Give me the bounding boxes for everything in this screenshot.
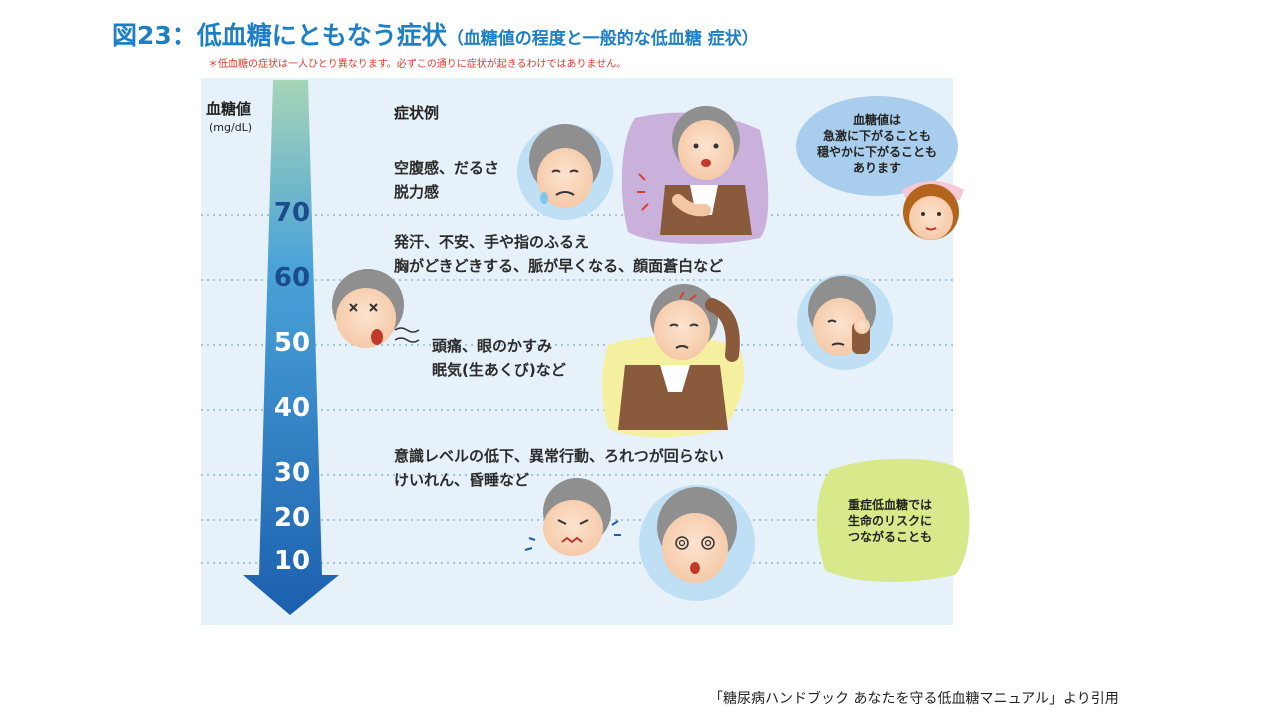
axis-tick-40: 40 [273,393,311,423]
symptom-3-line2: 眠気(生あくび)など [432,361,566,379]
symptoms-header: 症状例 [394,104,440,122]
tired-face-icon [517,124,613,220]
green-blob-line2: 生命のリスクに [847,514,932,528]
green-blob [816,458,970,582]
axis-tick-60: 60 [273,263,311,293]
speech-bubble-top-line4: あります [852,161,901,175]
speech-bubble-top [796,96,958,196]
figure-subtitle: （血糖値の程度と一般的な低血糖 症状） [446,29,759,49]
speech-bubble-top-line1: 血糖値は [852,113,901,127]
figure-title: 図23：低血糖にともなう症状（血糖値の程度と一般的な低血糖 症状） [112,16,759,52]
symptom-block-3: 頭痛、眼のかすみ 眠気(生あくび)など [432,334,566,382]
symptom-4-line1: 意識レベルの低下、異常行動、ろれつが回らない [394,447,724,465]
axis-label: 血糖値 [206,100,252,118]
axis-tick-70: 70 [273,198,311,228]
blurred-vision-face-icon [797,274,893,370]
symptom-1-line2: 脱力感 [394,183,440,201]
source-credit: 「糖尿病ハンドブック あなたを守る低血糖マニュアル」より引用 [709,691,1119,707]
axis-unit: (mg/dL) [209,121,253,134]
axis-tick-10: 10 [273,546,311,576]
headache-man-figure [618,284,740,430]
speech-bubble-top-text: 血糖値は 急激に下がることも 穏やかに下がることも あります [806,112,948,176]
descending-arrow [243,80,339,615]
nurse-face-icon [902,181,964,240]
axis-tick-30: 30 [273,458,311,488]
symptom-2-line2: 胸がどきどきする、脈が早くなる、顔面蒼白など [394,257,724,275]
symptom-3-line1: 頭痛、眼のかすみ [432,337,553,355]
figure-main-title: 低血糖にともなう症状 [196,21,447,50]
symptom-block-4: 意識レベルの低下、異常行動、ろれつが回らない けいれん、昏睡など [394,444,724,492]
axis-tick-20: 20 [273,503,311,533]
dizzy-face-icon-left [332,269,420,348]
green-blob-line3: つながることも [847,530,932,544]
symptom-1-line1: 空腹感、だるさ [394,159,500,177]
convulsion-face-icon [524,478,621,556]
symptom-2-line1: 発汗、不安、手や指のふるえ [394,233,590,251]
coma-face-icon [639,485,755,601]
axis-tick-50: 50 [273,328,311,358]
speech-bubble-top-line2: 急激に下がることも [822,129,931,143]
symptom-block-2: 発汗、不安、手や指のふるえ 胸がどきどきする、脈が早くなる、顔面蒼白など [394,230,723,278]
speech-bubble-top-line3: 穏やかに下がることも [816,145,937,159]
figure-number: 図23： [112,21,197,50]
green-blob-line1: 重症低血糖では [847,498,932,512]
green-blob-text: 重症低血糖では 生命のリスクに つながることも [828,497,952,545]
disclaimer-note: ＊低血糖の症状は一人ひとり異なります。必ずこの通りに症状が起きるわけではありませ… [208,59,627,70]
symptom-block-1: 空腹感、だるさ 脱力感 [394,156,499,204]
symptom-4-line2: けいれん、昏睡など [394,471,530,489]
elderly-man-figure-top [637,106,752,235]
